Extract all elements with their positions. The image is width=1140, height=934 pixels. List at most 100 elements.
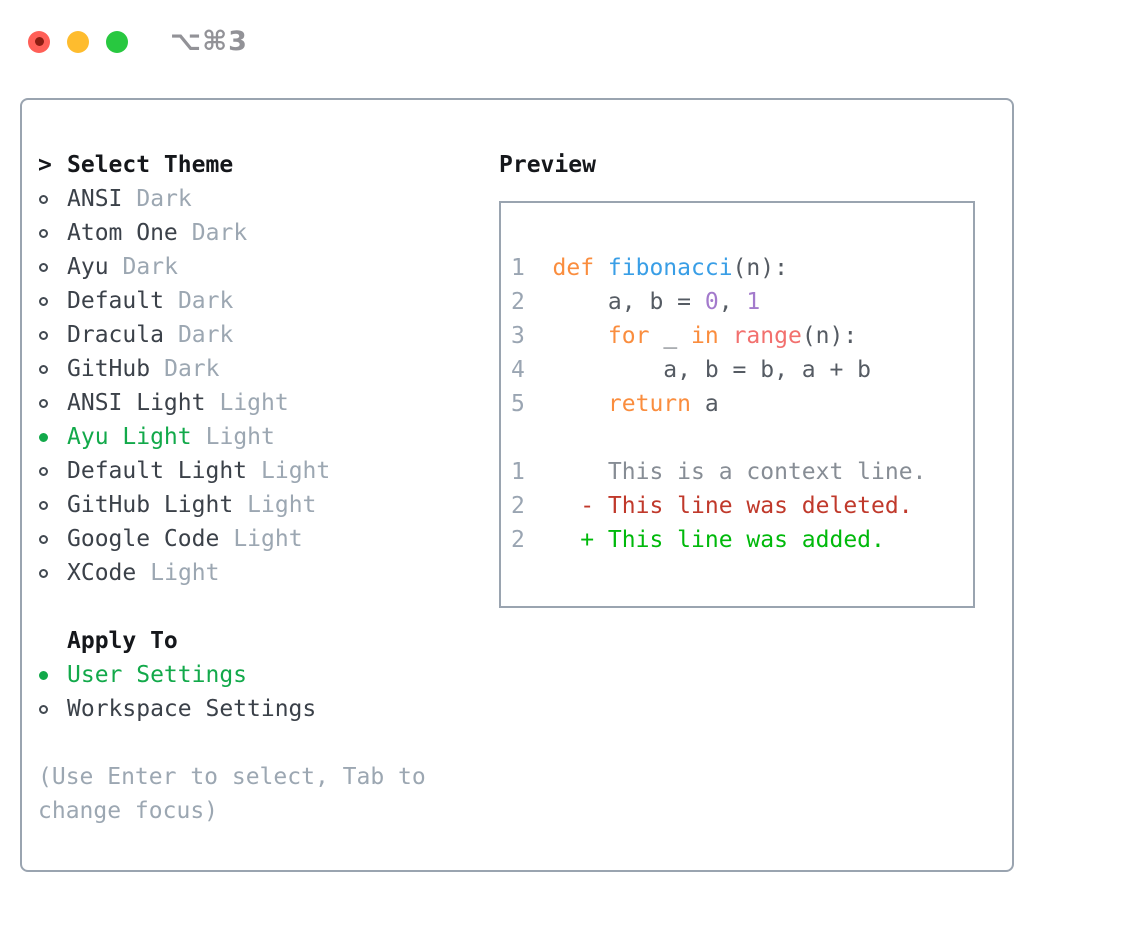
code-content: return a: [553, 391, 719, 417]
theme-variant: Dark: [191, 220, 248, 246]
close-dot-icon: [34, 37, 44, 46]
select-theme-header: > Select Theme: [38, 148, 426, 182]
code-token-plain: a, b = b, a + b: [552, 357, 872, 383]
code-token-special: range: [732, 323, 802, 349]
code-content: - This line was deleted.: [552, 493, 913, 519]
theme-name: Dracula: [67, 322, 164, 348]
code-token-num: 0: [704, 289, 719, 315]
theme-option[interactable]: GitHub Dark: [38, 352, 426, 386]
theme-variant: Light: [150, 560, 220, 586]
theme-option[interactable]: Ayu Light Light: [38, 420, 426, 454]
theme-option[interactable]: Atom One Dark: [38, 216, 426, 250]
code-content: for _ in range(n):: [553, 323, 858, 349]
code-content: a, b = b, a + b: [552, 357, 872, 383]
code-token-plain: a: [691, 391, 719, 417]
code-line: 5 return a: [511, 387, 973, 421]
theme-variant: Light: [261, 458, 331, 484]
theme-name: ANSI Light: [67, 390, 206, 416]
apply-to-option[interactable]: User Settings: [38, 658, 426, 692]
code-token-kw: in: [691, 323, 719, 349]
apply-to-option[interactable]: Workspace Settings: [38, 692, 426, 726]
preview-header: Preview: [499, 148, 975, 182]
apply-to-list: User Settings Workspace Settings: [38, 658, 426, 726]
theme-name: GitHub Light: [67, 492, 234, 518]
radio-icon: [39, 568, 48, 578]
radio-icon: [39, 228, 48, 238]
code-content: def fibonacci(n):: [553, 255, 788, 281]
theme-option[interactable]: ANSI Light Light: [38, 386, 426, 420]
line-number: 1: [511, 459, 525, 485]
theme-variant: Light: [205, 424, 275, 450]
titlebar: ⌥⌘3: [28, 26, 248, 57]
theme-name: ANSI: [67, 186, 123, 212]
radio-icon: [39, 432, 48, 442]
code-token-num: 1: [746, 289, 761, 315]
theme-variant: Light: [219, 390, 289, 416]
code-token-plain: [553, 323, 608, 349]
code-token-plain: [719, 323, 733, 349]
theme-picker: > Select Theme ANSI Dark Atom One Dark A…: [38, 148, 426, 828]
close-button[interactable]: [28, 30, 50, 53]
theme-option[interactable]: ANSI Dark: [38, 182, 426, 216]
line-number: 2: [511, 527, 525, 553]
radio-icon: [39, 534, 48, 544]
theme-option[interactable]: GitHub Light Light: [38, 488, 426, 522]
apply-to-title: Apply To: [67, 628, 178, 654]
code-token-fn: fibonacci: [607, 255, 733, 281]
apply-to-header: Apply To: [38, 624, 426, 658]
line-number: 5: [511, 391, 525, 417]
code-content: a, b = 0, 1: [552, 289, 761, 315]
radio-icon: [39, 364, 48, 374]
line-number: 4: [511, 357, 525, 383]
minimize-button[interactable]: [67, 30, 89, 53]
theme-name: Ayu: [67, 254, 109, 280]
theme-variant: Dark: [177, 322, 234, 348]
code-line: 1 This is a context line.: [511, 455, 973, 489]
line-number: 3: [511, 323, 525, 349]
theme-variant: Dark: [177, 288, 234, 314]
code-token-plain: a, b =: [552, 289, 705, 315]
theme-variant: Light: [233, 526, 303, 552]
theme-option[interactable]: XCode Light: [38, 556, 426, 590]
code-token-plain: _: [649, 323, 692, 349]
code-token-added: + This line was added.: [552, 527, 885, 553]
theme-picker-panel: > Select Theme ANSI Dark Atom One Dark A…: [20, 98, 1014, 872]
theme-name: GitHub: [67, 356, 151, 382]
code-token-plain: (n):: [732, 255, 788, 281]
theme-option[interactable]: Dracula Dark: [38, 318, 426, 352]
code-token-kw: for: [607, 323, 650, 349]
code-token-plain: [553, 391, 608, 417]
code-line: 2 a, b = 0, 1: [511, 285, 973, 319]
code-line: [511, 421, 973, 455]
radio-icon: [39, 704, 48, 714]
theme-name: Atom One: [67, 220, 178, 246]
zoom-button[interactable]: [106, 30, 128, 53]
theme-variant: Dark: [164, 356, 220, 382]
spacer: [38, 726, 426, 760]
theme-name: XCode: [67, 560, 137, 586]
option-name: User Settings: [67, 662, 248, 688]
code-line: 3 for _ in range(n):: [511, 319, 973, 353]
preview-title: Preview: [499, 152, 596, 178]
radio-icon: [39, 670, 48, 680]
theme-option[interactable]: Ayu Dark: [38, 250, 426, 284]
theme-option[interactable]: Google Code Light: [38, 522, 426, 556]
code-token-plain: (n):: [801, 323, 858, 349]
code-token-removed: - This line was deleted.: [552, 493, 913, 519]
theme-list: ANSI Dark Atom One Dark Ayu Dark Default…: [38, 182, 426, 590]
code-line: 2 - This line was deleted.: [511, 489, 973, 523]
code-line: 2 + This line was added.: [511, 523, 973, 557]
radio-icon: [39, 466, 48, 476]
spacer: [38, 590, 426, 624]
theme-option[interactable]: Default Dark: [38, 284, 426, 318]
radio-icon: [39, 262, 48, 272]
code-content: + This line was added.: [553, 527, 885, 553]
theme-option[interactable]: Default Light Light: [38, 454, 426, 488]
theme-name: Ayu Light: [67, 424, 192, 450]
option-name: Workspace Settings: [67, 696, 317, 722]
code-token-context: This is a context line.: [552, 459, 927, 485]
